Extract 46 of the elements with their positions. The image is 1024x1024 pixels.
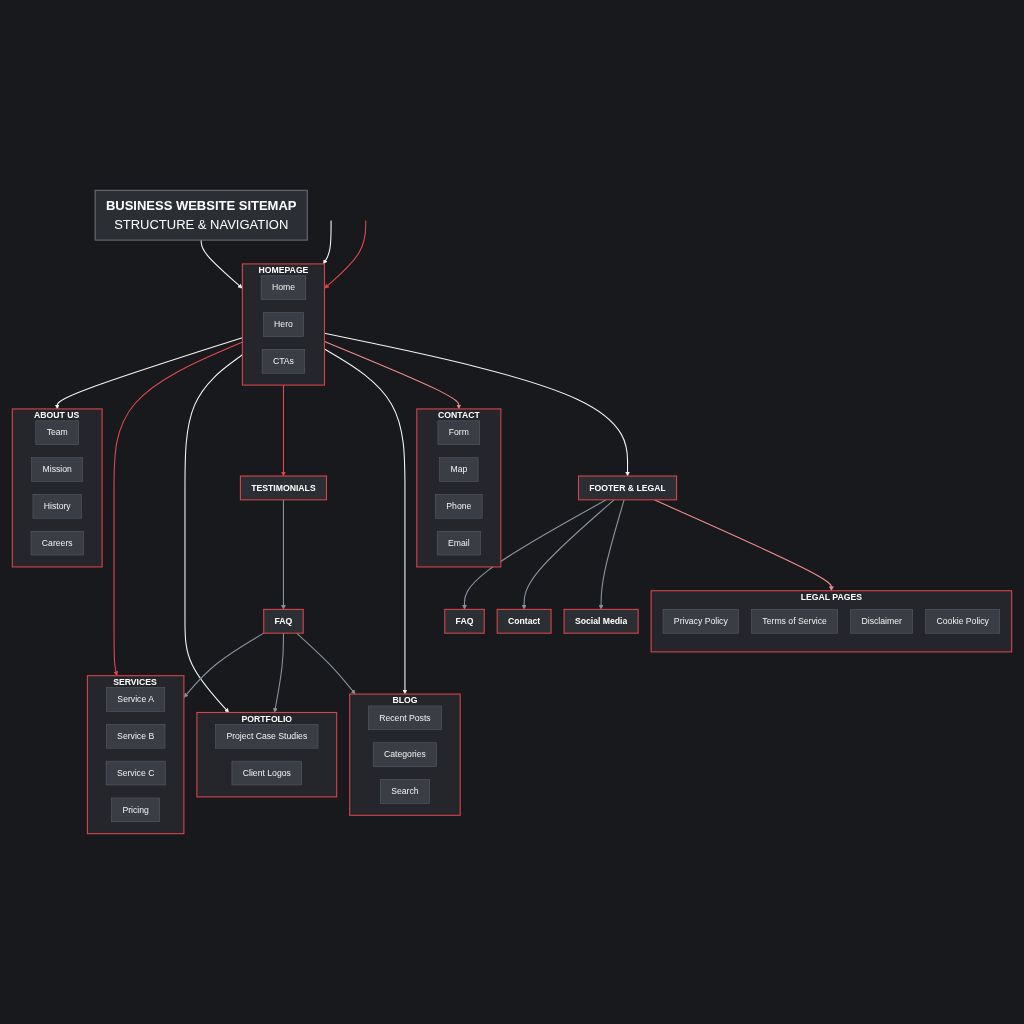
node-box: Hero bbox=[262, 312, 304, 337]
node-box: Project Case Studies bbox=[215, 724, 319, 749]
node-box: Careers bbox=[30, 530, 84, 556]
node-box: FAQ bbox=[444, 608, 485, 634]
node-box: Categories bbox=[372, 742, 437, 767]
node-box: CTAs bbox=[261, 349, 306, 374]
node-box: Privacy Policy bbox=[662, 609, 739, 634]
arrow bbox=[281, 499, 286, 610]
arrow bbox=[184, 354, 243, 713]
node-box: Pricing bbox=[111, 797, 160, 823]
arrow bbox=[323, 220, 332, 265]
node-box: History bbox=[32, 494, 82, 519]
node-box: Disclaimer bbox=[850, 609, 913, 634]
arrow bbox=[324, 220, 367, 289]
node-box: Service B bbox=[106, 724, 166, 749]
arrow bbox=[54, 337, 243, 410]
node-box: Service C bbox=[105, 760, 166, 786]
arrow bbox=[296, 632, 356, 695]
node-box: Recent Posts bbox=[368, 705, 442, 731]
node-box: Client Logos bbox=[231, 760, 302, 786]
node-box: Service A bbox=[106, 687, 166, 712]
arrow bbox=[598, 499, 625, 610]
arrow bbox=[272, 632, 284, 713]
arrow bbox=[183, 632, 265, 698]
node-box: Contact bbox=[496, 608, 552, 634]
node-box: Phone bbox=[435, 494, 483, 519]
node-box: Email bbox=[436, 530, 481, 556]
node-box: Team bbox=[35, 420, 79, 445]
node-box: FAQ bbox=[263, 608, 304, 634]
node-box: Mission bbox=[31, 457, 83, 482]
arrow bbox=[281, 384, 286, 477]
node-box: Form bbox=[437, 420, 481, 445]
node-box: FOOTER & LEGAL bbox=[577, 475, 678, 501]
node-box: TESTIMONIALS bbox=[239, 475, 328, 501]
node-box: Home bbox=[260, 275, 307, 300]
node-box: Social Media bbox=[563, 608, 639, 634]
node-box: Cookie Policy bbox=[925, 609, 1001, 634]
arrow bbox=[521, 499, 615, 610]
node-box: Terms of Service bbox=[751, 609, 838, 634]
node-box: BUSINESS WEBSITE SITEMAP STRUCTURE & NAVIGATION bbox=[94, 189, 308, 241]
node-box: Search bbox=[380, 779, 430, 804]
arrow bbox=[200, 239, 243, 289]
node-box: Map bbox=[439, 457, 479, 482]
arrow bbox=[653, 499, 834, 591]
arrow bbox=[113, 341, 243, 676]
arrow bbox=[462, 499, 607, 610]
